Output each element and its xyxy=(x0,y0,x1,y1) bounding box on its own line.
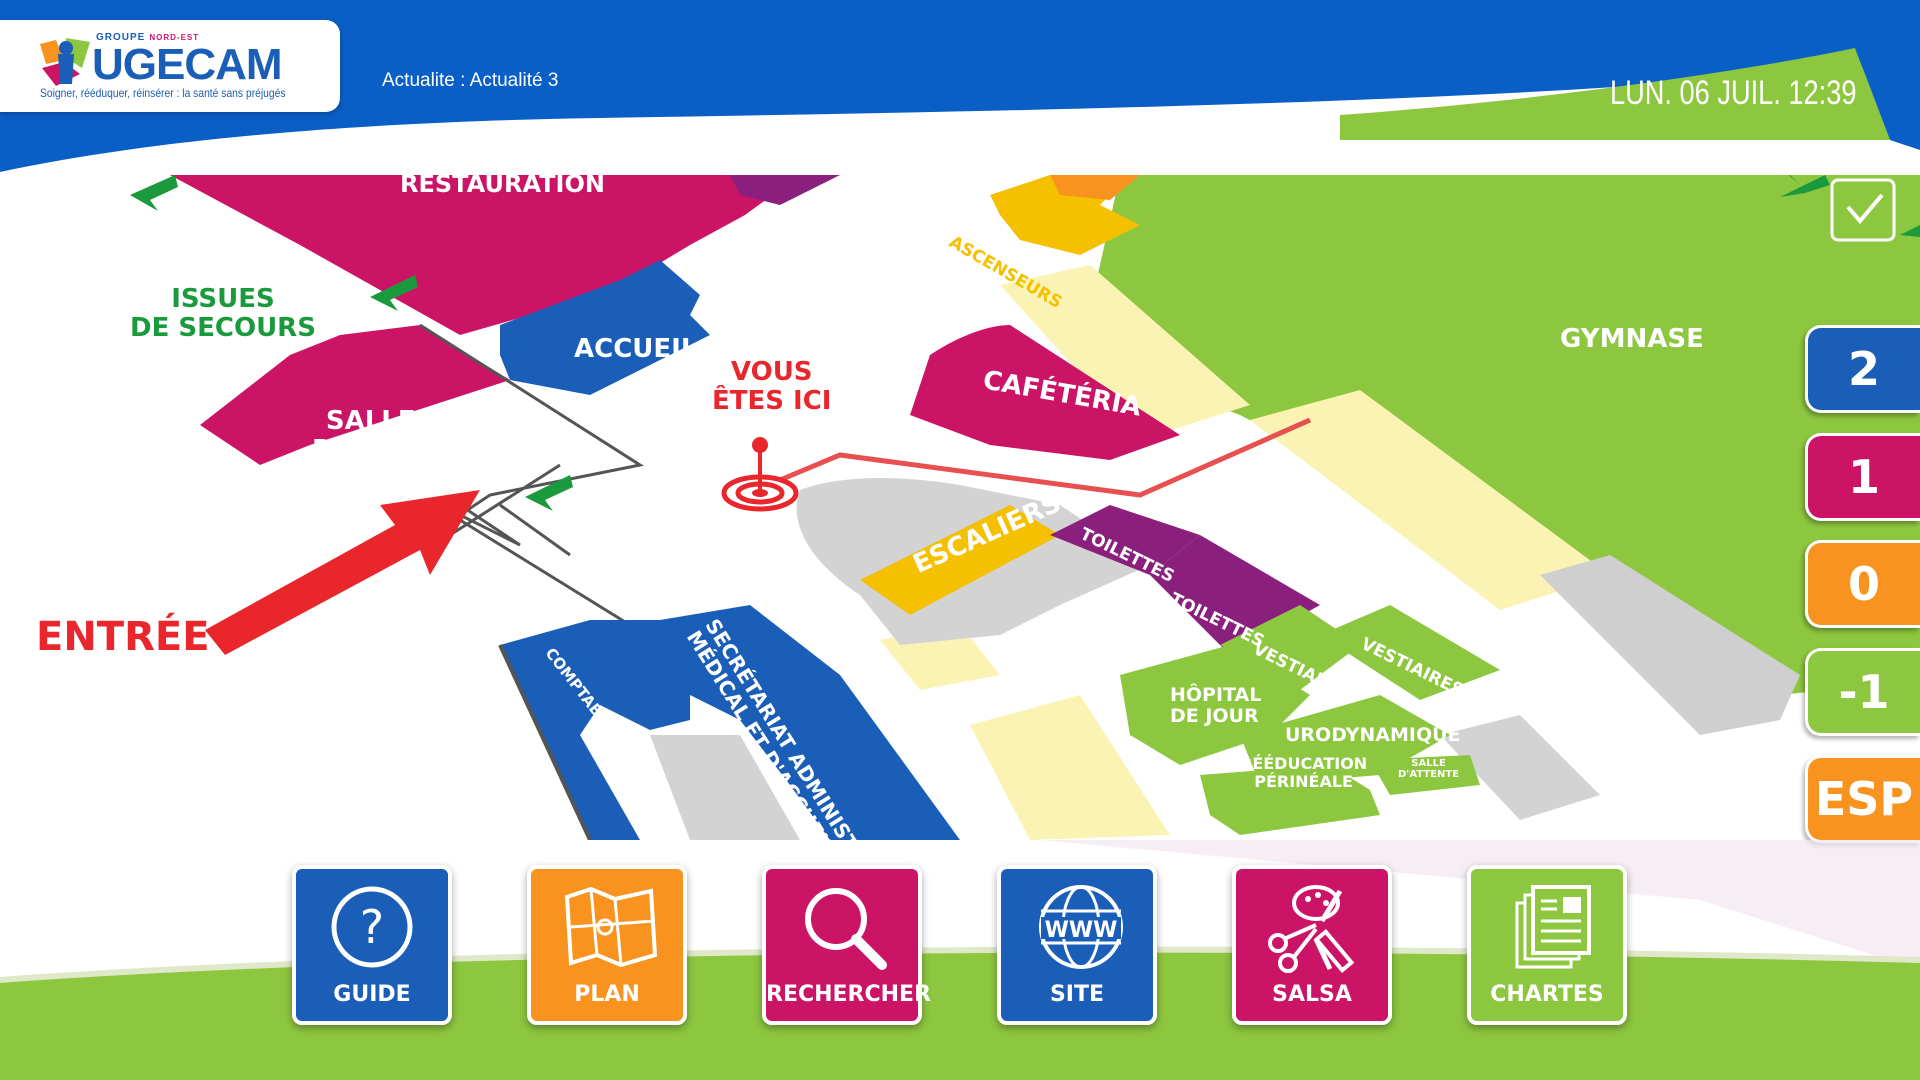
you-are-here-marker xyxy=(721,437,799,512)
escaliers-area xyxy=(860,505,1060,615)
search-icon xyxy=(805,888,887,970)
floor-button-0[interactable]: 0 xyxy=(1805,540,1920,628)
plan-label: PLAN xyxy=(574,982,640,1007)
salsa-label: SALSA xyxy=(1272,982,1352,1007)
floor-label: ESP xyxy=(1814,772,1914,826)
cafeteria-area xyxy=(910,325,1180,460)
art-tools-icon xyxy=(1268,885,1355,973)
header-background xyxy=(0,0,1920,172)
site-button[interactable]: WWW SITE xyxy=(997,865,1157,1025)
grey-area-1 xyxy=(1540,555,1800,735)
floor-label: 2 xyxy=(1847,342,1880,396)
salle-attente-label: SALLE D'ATTENTE xyxy=(1398,758,1460,780)
chartes-label: CHARTES xyxy=(1490,982,1604,1007)
floor-map[interactable]: RESTAURATION ISSUES DE SECOURS ACCUEIL V… xyxy=(0,175,1920,840)
guide-button[interactable]: ? GUIDE xyxy=(292,865,452,1025)
check-box-icon xyxy=(1830,178,1896,242)
hopital-de-jour-label: HÔPITAL DE JOUR xyxy=(1170,684,1262,727)
floor-button-minus-1[interactable]: -1 xyxy=(1805,648,1920,736)
floor-label: 0 xyxy=(1847,557,1880,611)
urodynamique-label: URODYNAMIQUE xyxy=(1285,724,1461,746)
floor-label: -1 xyxy=(1838,665,1890,719)
guide-label: GUIDE xyxy=(333,982,411,1007)
entrance-arrow-icon xyxy=(205,490,480,655)
logo-tagline: Soigner, rééduquer, réinsérer : la santé… xyxy=(40,86,286,100)
restauration-purple-area xyxy=(730,175,840,205)
vestiaires-area-2 xyxy=(1320,605,1500,700)
grey-area-2 xyxy=(1440,715,1600,820)
issues-de-secours-label: ISSUES DE SECOURS xyxy=(130,284,316,343)
you-are-here-label: VOUS ÊTES ICI xyxy=(712,357,832,416)
map-icon xyxy=(564,886,658,968)
question-icon: ? xyxy=(331,886,413,968)
gymnase-area xyxy=(1080,175,1920,695)
route-path xyxy=(779,417,1312,498)
restauration-area xyxy=(170,175,800,335)
wall-outline-2 xyxy=(449,463,631,627)
toilettes-area-1 xyxy=(1050,505,1200,575)
reeducation-perineale-label: RÉÉDUCATION PÉRINÉALE xyxy=(1240,754,1368,791)
corridor-area-2 xyxy=(1250,390,1610,610)
corridor-area-4 xyxy=(970,695,1170,840)
exit-arrow-icon xyxy=(130,175,178,211)
restauration-label: RESTAURATION xyxy=(400,175,605,198)
entree-label: ENTRÉE xyxy=(36,614,210,660)
salle-dhotel-label: SALLE DHOTEL xyxy=(312,406,430,465)
accueil-area xyxy=(500,260,710,395)
logo-name: UGECAM xyxy=(92,40,283,89)
salle-attente-area xyxy=(1370,755,1480,795)
exit-arrow-icon xyxy=(370,275,418,311)
ugecam-logo-icon xyxy=(40,38,90,86)
rechercher-label: RECHERCHER xyxy=(766,982,932,1007)
document-icon xyxy=(1515,885,1591,969)
bottom-bar-background xyxy=(0,840,1920,1080)
site-label: SITE xyxy=(1049,982,1105,1007)
news-ticker[interactable]: Actualite : Actualité 3 xyxy=(382,70,559,91)
corridor-area-1 xyxy=(1000,265,1250,440)
grey-area-3 xyxy=(650,735,800,840)
salsa-button[interactable]: SALSA xyxy=(1232,865,1392,1025)
rechercher-button[interactable]: RECHERCHER xyxy=(762,865,932,1025)
ascenseurs-orange-area xyxy=(1050,175,1140,200)
reeducation-area xyxy=(1200,765,1380,835)
svg-text:?: ? xyxy=(360,900,384,954)
plan-button[interactable]: PLAN xyxy=(527,865,687,1025)
floor-button-esp[interactable]: ESP xyxy=(1805,755,1920,843)
exit-arrow-icon xyxy=(525,475,573,511)
chartes-button[interactable]: CHARTES xyxy=(1467,865,1627,1025)
wall-outline-1 xyxy=(419,323,644,547)
svg-text:WWW: WWW xyxy=(1045,918,1118,943)
gymnase-label: GYMNASE xyxy=(1560,324,1704,354)
date-time: LUN. 06 JUIL. 12:39 xyxy=(1610,74,1857,112)
floor-label: 1 xyxy=(1847,450,1880,504)
secretariat-area xyxy=(500,605,960,840)
exit-arrow-icon xyxy=(1780,175,1830,197)
accueil-label: ACCUEIL xyxy=(574,334,698,364)
salle-dhotel-area xyxy=(200,325,510,465)
logo-region-text: NORD-EST xyxy=(149,33,200,42)
floor-map-drawing xyxy=(130,175,1920,840)
floor-button-1[interactable]: 1 xyxy=(1805,433,1920,521)
vestiaires-area-1 xyxy=(1220,605,1360,690)
globe-www-icon: WWW xyxy=(1039,885,1123,969)
floor-button-2[interactable]: 2 xyxy=(1805,325,1920,413)
